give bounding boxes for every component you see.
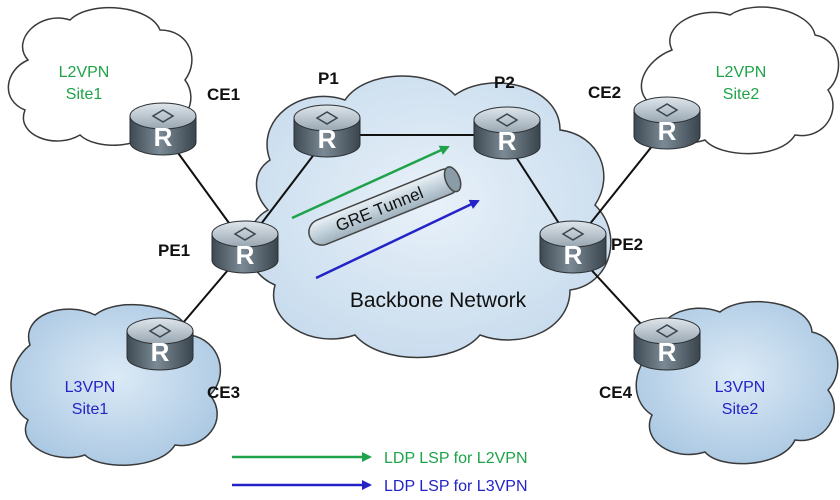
svg-text:R: R — [154, 122, 173, 152]
label-ce2: CE2 — [588, 83, 621, 102]
backbone-label: Backbone Network — [350, 289, 527, 312]
router-ce4[interactable]: R — [633, 317, 701, 371]
lsp-arrow-l3vpn — [315, 199, 480, 280]
label-ce4: CE4 — [599, 383, 633, 402]
svg-text:R: R — [658, 116, 677, 146]
legend: LDP LSP for L2VPN LDP LSP for L3VPN — [232, 450, 528, 495]
label-pe1: PE1 — [158, 241, 190, 260]
site-label-l3vpn-site1-line1: L3VPN — [65, 379, 116, 396]
router-icon: R — [633, 317, 701, 371]
router-icon: R — [633, 96, 701, 150]
site-label-l3vpn-site2-line1: L3VPN — [715, 379, 766, 396]
router-icon: R — [129, 102, 197, 156]
router-ce3[interactable]: R — [126, 317, 194, 371]
svg-text:R: R — [564, 240, 583, 270]
router-pe1[interactable]: R — [211, 220, 279, 274]
router-icon: R — [539, 220, 607, 274]
site-label-l2vpn-site2-line1: L2VPN — [716, 64, 767, 81]
router-pe2[interactable]: R — [539, 220, 607, 274]
legend-label-l2vpn: LDP LSP for L2VPN — [384, 450, 528, 467]
label-pe2: PE2 — [611, 235, 643, 254]
label-ce3: CE3 — [207, 383, 240, 402]
svg-text:R: R — [236, 240, 255, 270]
svg-text:R: R — [318, 124, 337, 154]
svg-text:R: R — [151, 337, 170, 367]
site-label-l2vpn-site2-line2: Site2 — [723, 86, 760, 103]
site-label-l3vpn-site1-line2: Site1 — [72, 401, 109, 418]
lsp-arrow-l2vpn — [291, 145, 450, 220]
router-icon: R — [473, 106, 541, 160]
svg-text:R: R — [658, 337, 677, 367]
router-p1[interactable]: R — [293, 104, 361, 158]
router-icon: R — [126, 317, 194, 371]
label-p1: P1 — [318, 69, 339, 88]
svg-text:R: R — [498, 126, 517, 156]
router-ce1[interactable]: R — [129, 102, 197, 156]
label-p2: P2 — [494, 73, 515, 92]
router-ce2[interactable]: R — [633, 96, 701, 150]
site-label-l2vpn-site1-line2: Site1 — [66, 86, 103, 103]
router-p2[interactable]: R — [473, 106, 541, 160]
site-label-l2vpn-site1-line1: L2VPN — [59, 64, 110, 81]
router-icon: R — [211, 220, 279, 274]
router-icon: R — [293, 104, 361, 158]
label-ce1: CE1 — [207, 85, 240, 104]
site-label-l3vpn-site2-line2: Site2 — [722, 401, 759, 418]
legend-label-l3vpn: LDP LSP for L3VPN — [384, 478, 528, 495]
